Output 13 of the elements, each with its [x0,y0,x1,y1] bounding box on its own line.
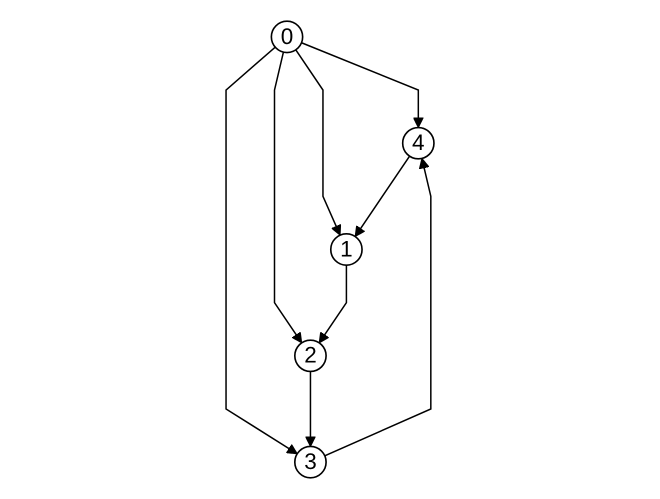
node-circle: 4 [402,126,435,160]
node-circle: 1 [330,233,363,266]
arrow [318,265,348,344]
node-circle: 3 [294,446,327,479]
arrow [225,46,298,454]
arrow [304,371,316,447]
node-circle: 0 [270,20,304,54]
arrow [301,42,424,128]
arrow [295,49,342,236]
node-circle: 2 [294,339,327,372]
arrow [274,52,302,344]
arrow [354,156,410,238]
arrow [324,158,432,456]
